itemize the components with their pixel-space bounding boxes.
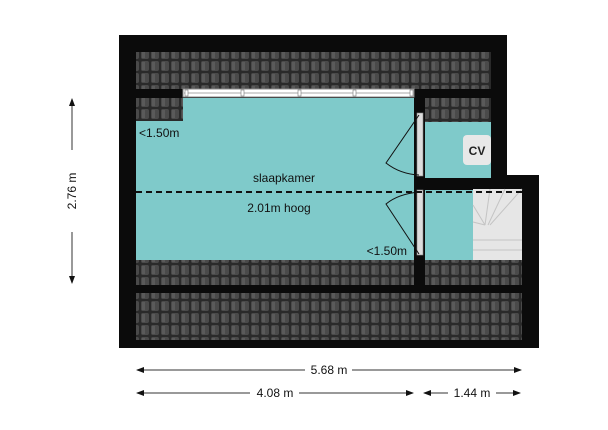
roof-tiles-left xyxy=(136,98,183,121)
roof-tiles-bottom-left xyxy=(136,260,414,285)
roof-tiles-top xyxy=(136,52,491,89)
dimension-left-width-label: 4.08 m xyxy=(257,386,294,400)
cv-unit xyxy=(463,135,491,165)
roof-tiles-lower xyxy=(136,293,522,340)
dimension-total-width-label: 5.68 m xyxy=(311,363,348,377)
low-ceiling-label-right: <1.50m xyxy=(367,244,407,258)
dimension-total-width: 5.68 m xyxy=(136,363,522,377)
cv-label: CV xyxy=(469,144,486,158)
dimension-left-width: 4.08 m xyxy=(136,386,414,400)
door-landing[interactable] xyxy=(385,189,424,256)
window xyxy=(182,88,415,98)
landing-floor xyxy=(425,190,473,260)
dimension-right-width: 1.44 m xyxy=(423,386,521,400)
room-label: slaapkamer xyxy=(253,171,315,185)
dimension-right-width-label: 1.44 m xyxy=(454,386,491,400)
ceiling-height-label: 2.01m hoog xyxy=(247,201,310,215)
roof-tiles-bottom-right xyxy=(425,260,522,285)
low-ceiling-label-left: <1.50m xyxy=(139,126,179,140)
dimension-height-label: 2.76 m xyxy=(65,173,79,210)
door-cv[interactable] xyxy=(385,112,424,177)
roof-tiles-cv xyxy=(425,98,491,122)
dimension-height: 2.76 m xyxy=(65,98,79,284)
staircase xyxy=(472,188,523,260)
